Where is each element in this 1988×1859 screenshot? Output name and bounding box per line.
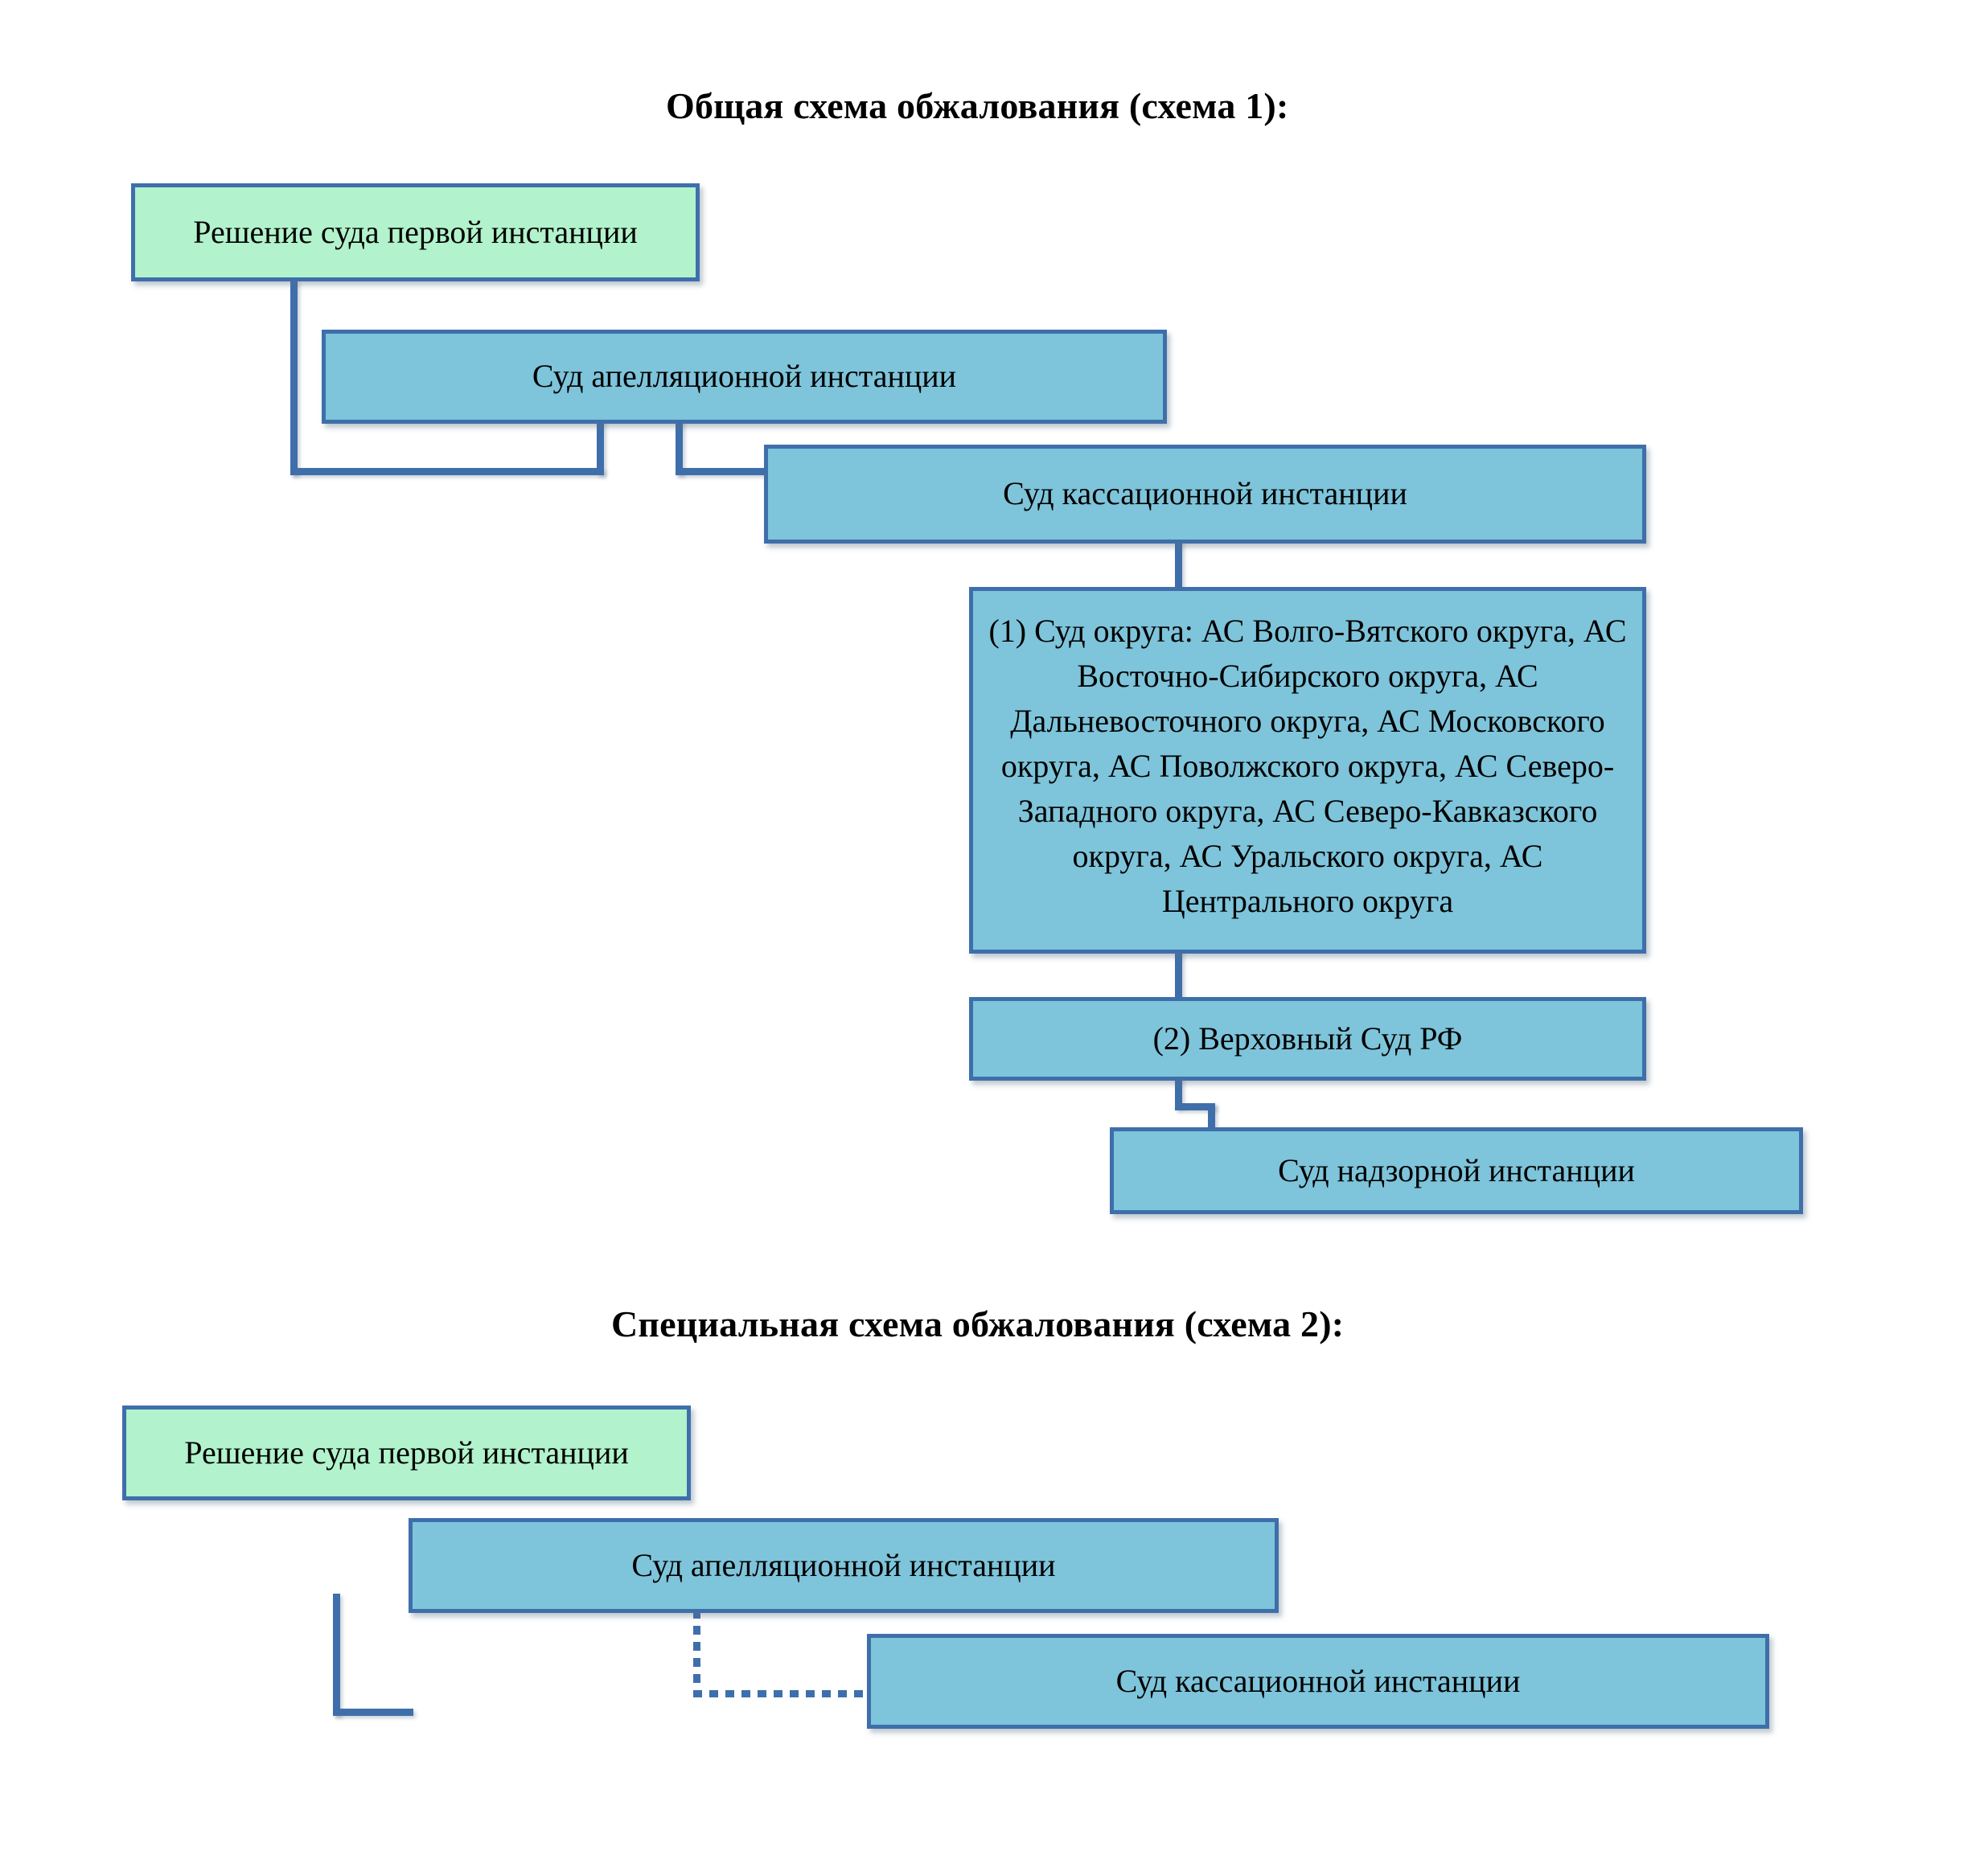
connector-s2-first-to-appeal-h <box>333 1709 413 1716</box>
node-s2-cassation[interactable]: Суд кассационной инстанции <box>867 1634 1769 1729</box>
node-label: Суд кассационной инстанции <box>1003 475 1407 512</box>
node-s1-cassation[interactable]: Суд кассационной инстанции <box>764 445 1646 544</box>
node-s1-supervision[interactable]: Суд надзорной инстанции <box>1110 1127 1803 1214</box>
connector-s1-supreme-to-supervision-h <box>1175 1103 1215 1110</box>
connector-s1-first-to-appeal-h <box>290 468 604 475</box>
scheme-2-title: Специальная схема обжалования (схема 2): <box>611 1303 1345 1344</box>
node-s1-first-instance[interactable]: Решение суда первой инстанции <box>131 183 700 281</box>
node-label: Решение суда первой инстанции <box>193 213 638 250</box>
node-s2-first-instance[interactable]: Решение суда первой инстанции <box>122 1406 691 1500</box>
connector-s2-appeal-to-cassation-dotted-h <box>693 1690 872 1697</box>
node-label: (1) Суд округа: АС Волго-Вятского округа… <box>988 613 1627 919</box>
connector-s1-first-to-appeal-v2 <box>597 420 604 475</box>
node-label: Решение суда первой инстанции <box>184 1434 629 1471</box>
connector-s1-appeal-to-cassation-h <box>676 468 767 475</box>
node-label: Суд надзорной инстанции <box>1278 1151 1635 1188</box>
connector-s1-supreme-to-supervision-v2 <box>1208 1103 1215 1131</box>
node-label: Суд апелляционной инстанции <box>631 1546 1056 1583</box>
connector-s1-cassation-to-district <box>1175 540 1182 590</box>
scheme-1-title: Общая схема обжалования (схема 1): <box>666 85 1289 126</box>
node-label: (2) Верховный Суд РФ <box>1152 1020 1463 1057</box>
connector-s1-district-to-supreme <box>1175 950 1182 1000</box>
connector-s2-appeal-to-cassation-dotted-v <box>693 1610 700 1697</box>
node-s1-supreme-court[interactable]: (2) Верховный Суд РФ <box>969 997 1646 1081</box>
connector-s1-appeal-to-cassation-v <box>676 420 683 475</box>
node-s2-appeal[interactable]: Суд апелляционной инстанции <box>409 1518 1279 1613</box>
node-s1-appeal[interactable]: Суд апелляционной инстанции <box>322 330 1167 424</box>
node-s1-district-court[interactable]: (1) Суд округа: АС Волго-Вятского округа… <box>969 587 1646 954</box>
node-label: Суд апелляционной инстанции <box>532 358 957 395</box>
connector-s1-first-to-appeal-v1 <box>290 280 298 475</box>
connector-s2-first-to-appeal-v <box>333 1594 340 1716</box>
connector-s1-supreme-to-supervision-v1 <box>1175 1077 1182 1108</box>
node-label: Суд кассационной инстанции <box>1115 1662 1521 1699</box>
